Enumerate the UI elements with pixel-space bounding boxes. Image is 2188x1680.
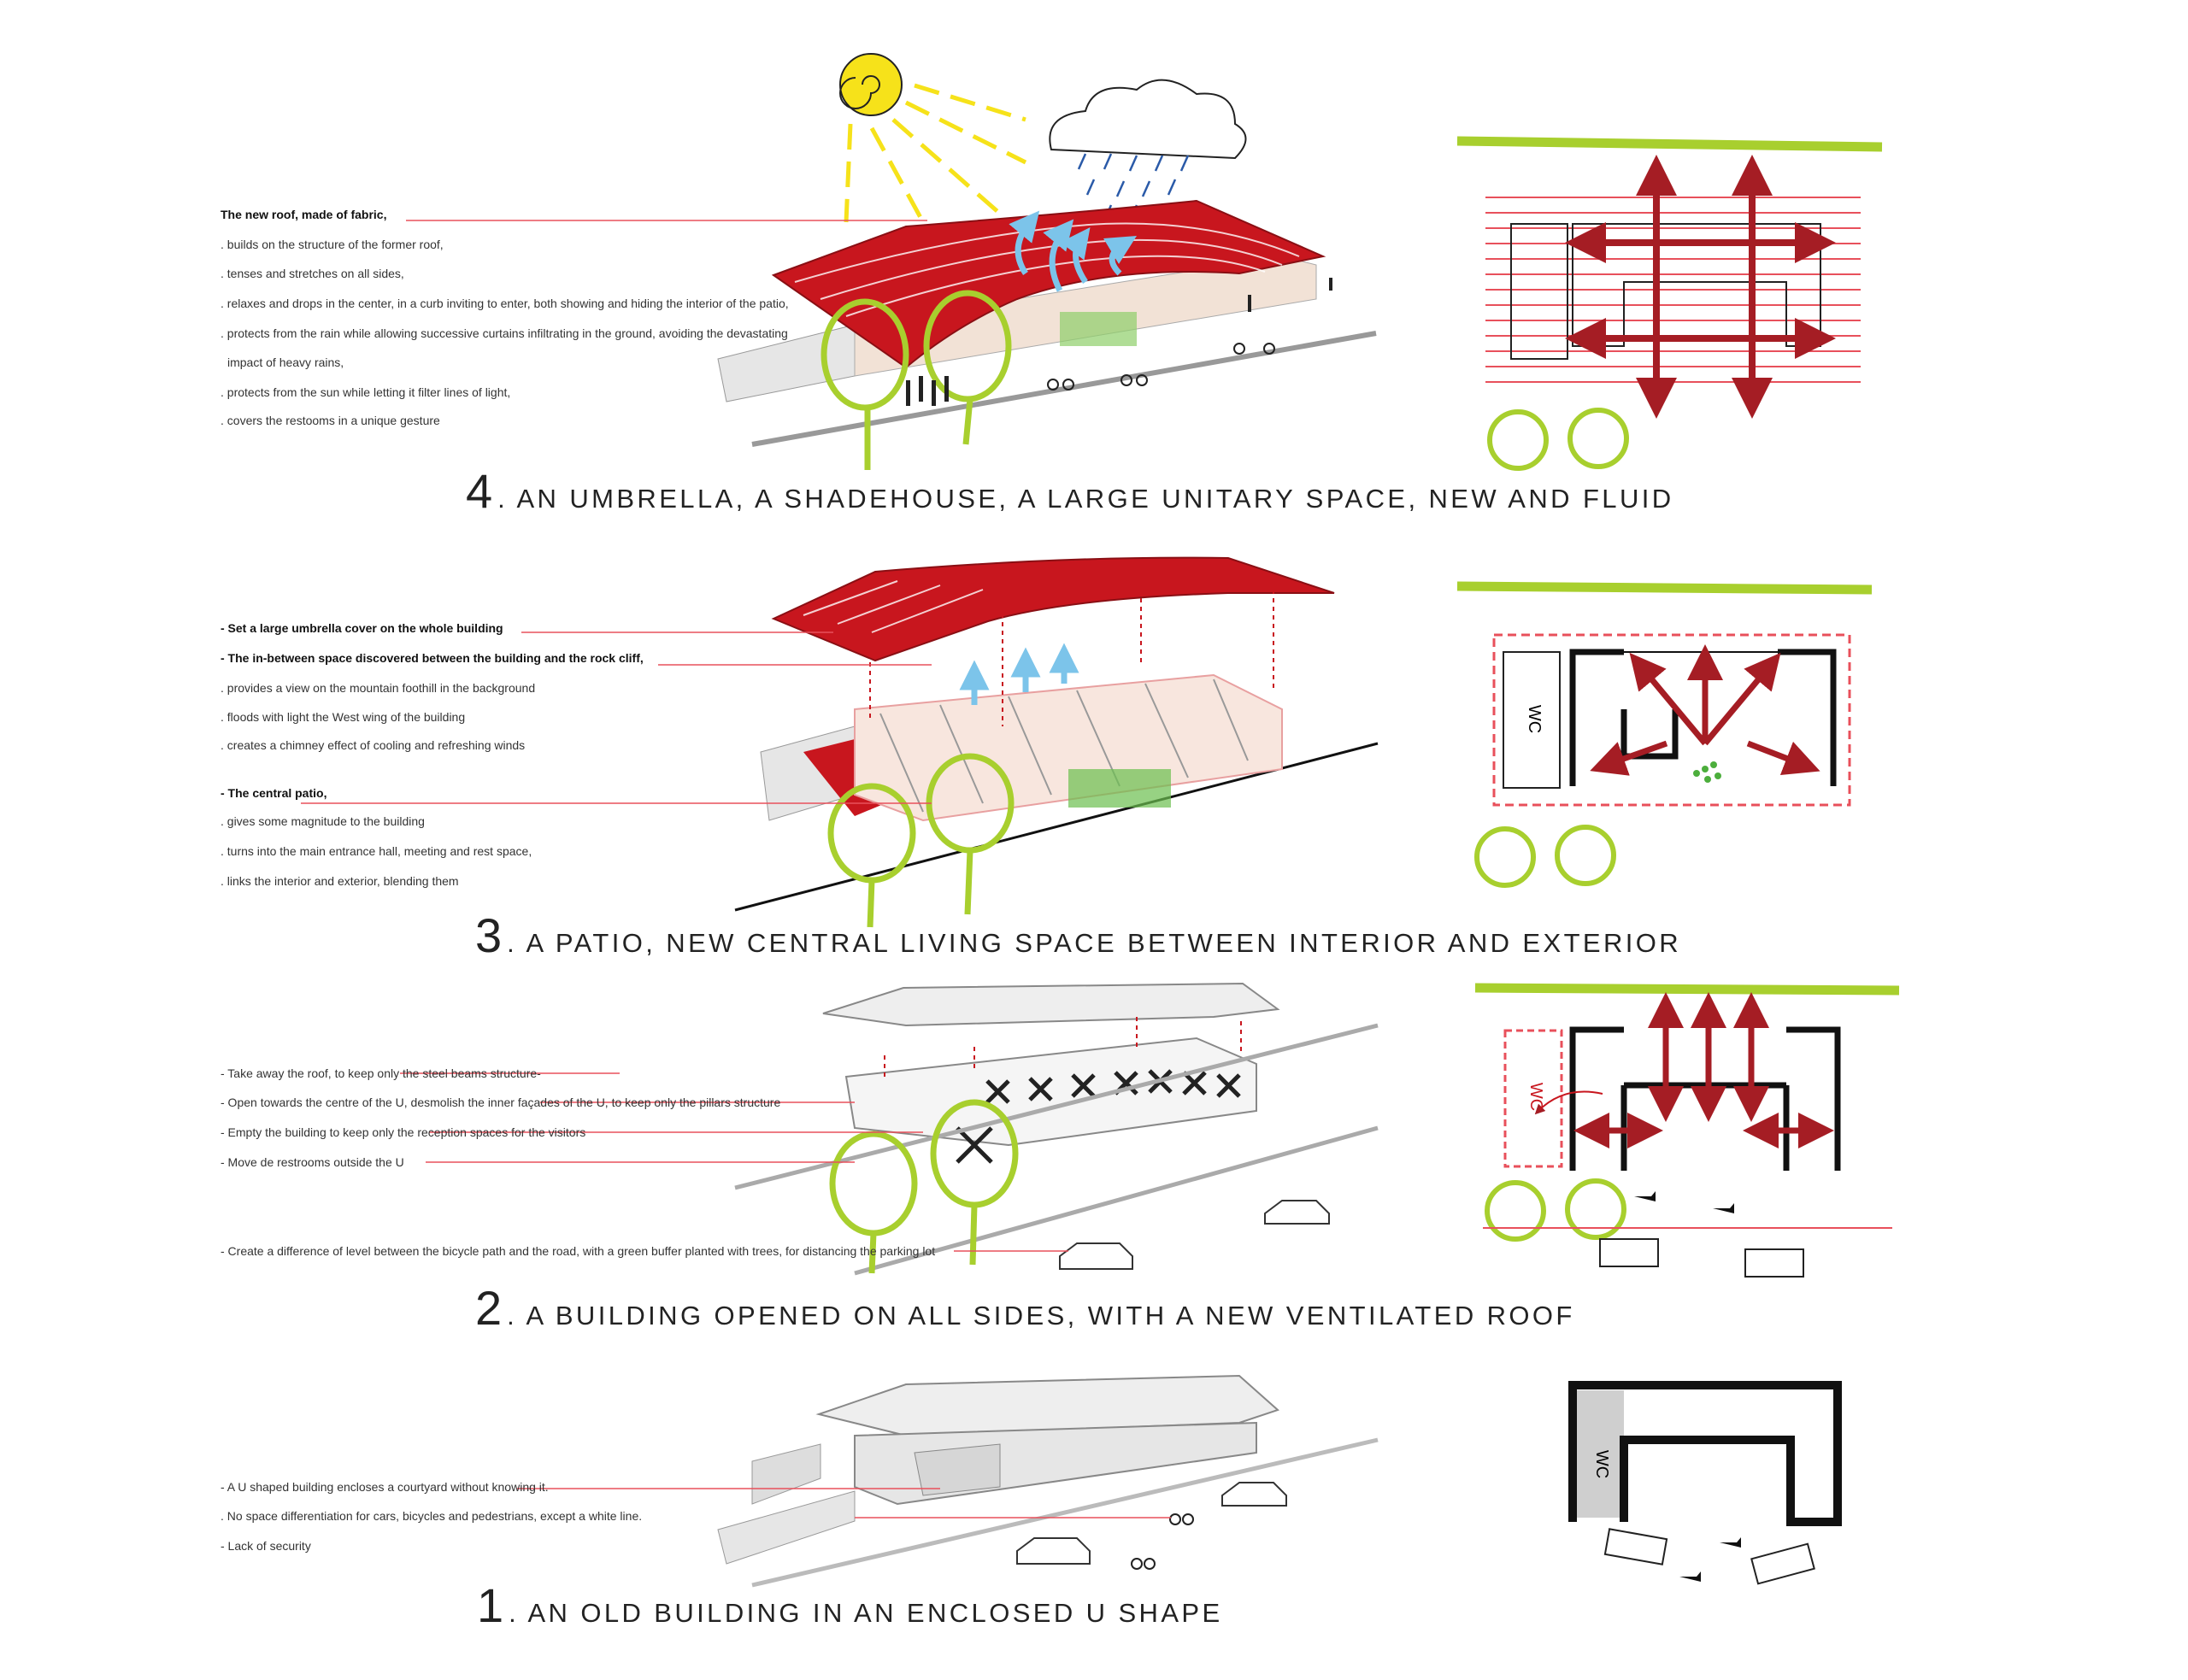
section-2-heading: 2. A BUILDING OPENED ON ALL SIDES, WITH …	[475, 1280, 1575, 1336]
rain-cloud-icon	[1049, 79, 1247, 221]
note-line: . builds on the structure of the former …	[221, 238, 444, 251]
section-3-plan	[1456, 581, 1873, 888]
section-number: 4	[466, 464, 493, 518]
wind-arrows	[1009, 210, 1138, 292]
section-4-heading: 4. AN UMBRELLA, A SHADEHOUSE, A LARGE UN…	[466, 463, 1674, 519]
note-line: . relaxes and drops in the center, in a …	[221, 297, 789, 310]
wc-label: WC	[1525, 704, 1544, 734]
section-1-heading: 1. AN OLD BUILDING IN AN ENCLOSED U SHAP…	[477, 1577, 1223, 1633]
section-1-plan	[1568, 1381, 1842, 1585]
sun-icon	[839, 53, 1027, 224]
note-line: . protects from the sun while letting it…	[221, 385, 511, 399]
note-line: - Lack of security	[221, 1539, 311, 1553]
note-line: - Move de restrooms outside the U	[221, 1155, 404, 1169]
wc-block	[1574, 1390, 1624, 1518]
section-number: 3	[475, 908, 503, 962]
tree-plan-icons	[1485, 1178, 1626, 1242]
note-line: . creates a chimney effect of cooling an…	[221, 738, 526, 752]
note-line: - Take away the roof, to keep only the s…	[221, 1066, 541, 1080]
note-line: - Create a difference of level between t…	[221, 1244, 936, 1258]
leader-lines	[301, 220, 1171, 1518]
note-line: . tenses and stretches on all sides,	[221, 267, 404, 280]
note-line: . turns into the main entrance hall, mee…	[221, 844, 532, 858]
note-heading: - The in-between space discovered betwee…	[221, 651, 644, 665]
car-icons	[1599, 1238, 1804, 1278]
note-line: . provides a view on the mountain foothi…	[221, 681, 536, 695]
umbrella-roof	[771, 556, 1335, 662]
note-line: - Open towards the centre of the U, desm…	[221, 1096, 781, 1109]
circulation-arrows	[1565, 155, 1836, 419]
tree-plan-icons	[1474, 825, 1616, 888]
section-3-axonometric	[734, 556, 1379, 928]
note-line: . gives some magnitude to the building	[221, 814, 425, 828]
note-heading: - Set a large umbrella cover on the whol…	[221, 621, 503, 635]
car-icons	[1059, 1200, 1330, 1270]
note-line: impact of heavy rains,	[227, 355, 344, 369]
section-1-axonometric	[717, 1374, 1379, 1588]
section-number: 1	[477, 1578, 504, 1632]
section-2-axonometric	[734, 982, 1379, 1276]
section-number: 2	[475, 1281, 503, 1335]
bicycle-icons	[1047, 343, 1275, 391]
note-line: . covers the restooms in a unique gestur…	[221, 414, 440, 427]
section-title: . A PATIO, NEW CENTRAL LIVING SPACE BETW…	[507, 928, 1682, 958]
bicycle-icons	[1634, 1191, 1734, 1213]
tree-icon	[829, 1099, 1019, 1274]
note-line: - A U shaped building encloses a courtya…	[221, 1480, 549, 1494]
car-icons	[1603, 1528, 1815, 1585]
section-title: . AN OLD BUILDING IN AN ENCLOSED U SHAPE	[509, 1598, 1223, 1628]
note-line: . floods with light the West wing of the…	[221, 710, 466, 724]
section-2-plan	[1474, 983, 1900, 1278]
bicycle-icons	[1131, 1513, 1194, 1570]
section-4-axonometric	[717, 53, 1377, 470]
note-line: . No space differentiation for cars, bic…	[221, 1509, 643, 1523]
tree-icon	[820, 290, 1012, 470]
car-icons	[1016, 1482, 1287, 1565]
section-3-heading: 3. A PATIO, NEW CENTRAL LIVING SPACE BET…	[475, 908, 1681, 963]
wc-label: WC	[1526, 1082, 1546, 1112]
demolish-x-marks	[956, 1069, 1241, 1164]
people-icons	[906, 278, 1332, 406]
bicycle-icons	[1679, 1537, 1741, 1582]
note-heading: - The central patio,	[221, 786, 327, 800]
note-line: - Empty the building to keep only the re…	[221, 1125, 586, 1139]
section-4-plan	[1456, 136, 1883, 471]
tree-plan-icons	[1487, 408, 1629, 471]
wc-block	[1503, 1029, 1563, 1168]
note-heading: The new roof, made of fabric,	[221, 208, 387, 221]
note-line: . protects from the rain while allowing …	[221, 326, 788, 340]
note-line: . links the interior and exterior, blend…	[221, 874, 459, 888]
wc-block	[1503, 651, 1561, 789]
section-title: . AN UMBRELLA, A SHADEHOUSE, A LARGE UNI…	[497, 484, 1674, 514]
section-title: . A BUILDING OPENED ON ALL SIDES, WITH A…	[507, 1301, 1575, 1330]
wc-label: WC	[1592, 1449, 1612, 1479]
